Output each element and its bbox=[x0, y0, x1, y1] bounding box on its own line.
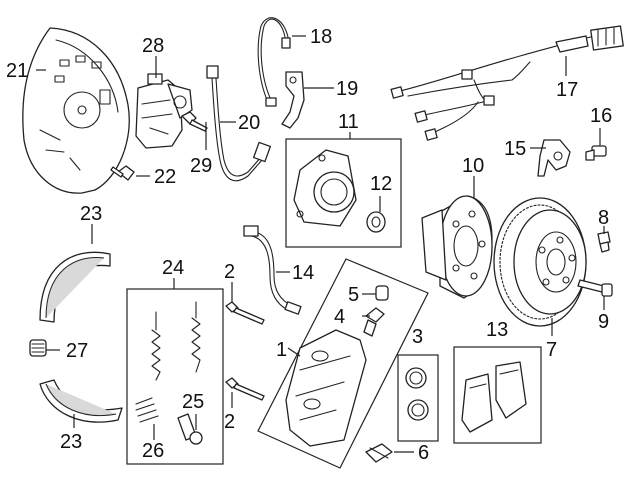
shield-bolt bbox=[110, 165, 135, 181]
hold-down-pin bbox=[177, 413, 203, 445]
callout-9: 9 bbox=[598, 311, 609, 333]
callout-7: 7 bbox=[546, 339, 557, 361]
return-spring-left bbox=[151, 311, 161, 381]
callout-13: 13 bbox=[486, 319, 508, 341]
bleeder-cap bbox=[375, 285, 389, 301]
callout-18: 18 bbox=[310, 26, 332, 48]
sensor-bolt bbox=[585, 145, 607, 161]
callout-28: 28 bbox=[142, 35, 164, 57]
pad-clip bbox=[365, 443, 393, 463]
callout-21: 21 bbox=[6, 60, 28, 82]
wear-sensor-harness bbox=[390, 25, 624, 141]
dust-shield bbox=[22, 27, 130, 194]
brake-rotor bbox=[493, 197, 587, 327]
speed-sensor bbox=[537, 139, 571, 177]
callout-8: 8 bbox=[598, 207, 609, 229]
callout-23-lower: 23 bbox=[60, 431, 82, 453]
callout-15: 15 bbox=[504, 138, 526, 160]
callout-6: 6 bbox=[418, 442, 429, 464]
bleeder-screw bbox=[363, 307, 385, 337]
pad-wear-sensor bbox=[243, 225, 302, 315]
rotor-screw bbox=[597, 231, 611, 253]
leader-lines bbox=[36, 35, 605, 453]
box-hardware-kit bbox=[126, 288, 224, 465]
callout-22: 22 bbox=[154, 166, 176, 188]
callout-10: 10 bbox=[462, 155, 484, 177]
callout-2-lower: 2 bbox=[224, 411, 235, 433]
return-spring-right bbox=[191, 301, 201, 373]
brake-hose bbox=[206, 65, 272, 182]
brake-line bbox=[257, 17, 291, 107]
callout-17: 17 bbox=[556, 79, 578, 101]
caliper-bolt-lower bbox=[225, 377, 265, 401]
box-pad-set bbox=[453, 346, 542, 444]
brake-pads bbox=[461, 361, 527, 433]
callout-11: 11 bbox=[338, 111, 359, 133]
callout-23-upper: 23 bbox=[80, 203, 102, 225]
parking-brake-shoe-lower bbox=[39, 379, 123, 423]
caliper-piston-housing bbox=[293, 149, 357, 227]
callout-14: 14 bbox=[292, 262, 314, 284]
callout-16: 16 bbox=[590, 105, 612, 127]
callout-26: 26 bbox=[142, 440, 164, 462]
callout-5: 5 bbox=[348, 284, 359, 306]
wheel-bolt bbox=[577, 279, 613, 297]
brake-caliper bbox=[285, 329, 367, 447]
callout-3: 3 bbox=[412, 326, 423, 348]
callout-19: 19 bbox=[336, 78, 358, 100]
callout-27: 27 bbox=[66, 340, 88, 362]
box-seal-kit bbox=[397, 354, 439, 442]
box-caliper bbox=[257, 258, 429, 469]
parking-brake-shoe-upper bbox=[39, 251, 111, 323]
hose-bracket bbox=[281, 71, 305, 129]
hold-down-spring bbox=[135, 397, 159, 423]
parking-brake-actuator bbox=[135, 73, 193, 149]
callout-25: 25 bbox=[182, 391, 204, 413]
wheel-hub bbox=[421, 195, 493, 299]
shoe-adjuster bbox=[29, 339, 47, 357]
callout-2-upper: 2 bbox=[224, 261, 235, 283]
actuator-bolt bbox=[181, 111, 208, 132]
piston-seal-kit bbox=[405, 367, 429, 421]
grommet bbox=[366, 211, 386, 233]
callout-12: 12 bbox=[370, 173, 392, 195]
caliper-bolt-upper bbox=[225, 301, 265, 325]
box-clip-assembly bbox=[285, 138, 402, 248]
callout-4: 4 bbox=[334, 306, 345, 328]
callout-labels: 21 28 29 22 20 18 19 17 11 12 15 16 10 8… bbox=[6, 26, 612, 464]
callout-1: 1 bbox=[276, 339, 287, 361]
callout-29: 29 bbox=[190, 155, 212, 177]
callout-24: 24 bbox=[162, 257, 184, 279]
callout-20: 20 bbox=[238, 112, 260, 134]
